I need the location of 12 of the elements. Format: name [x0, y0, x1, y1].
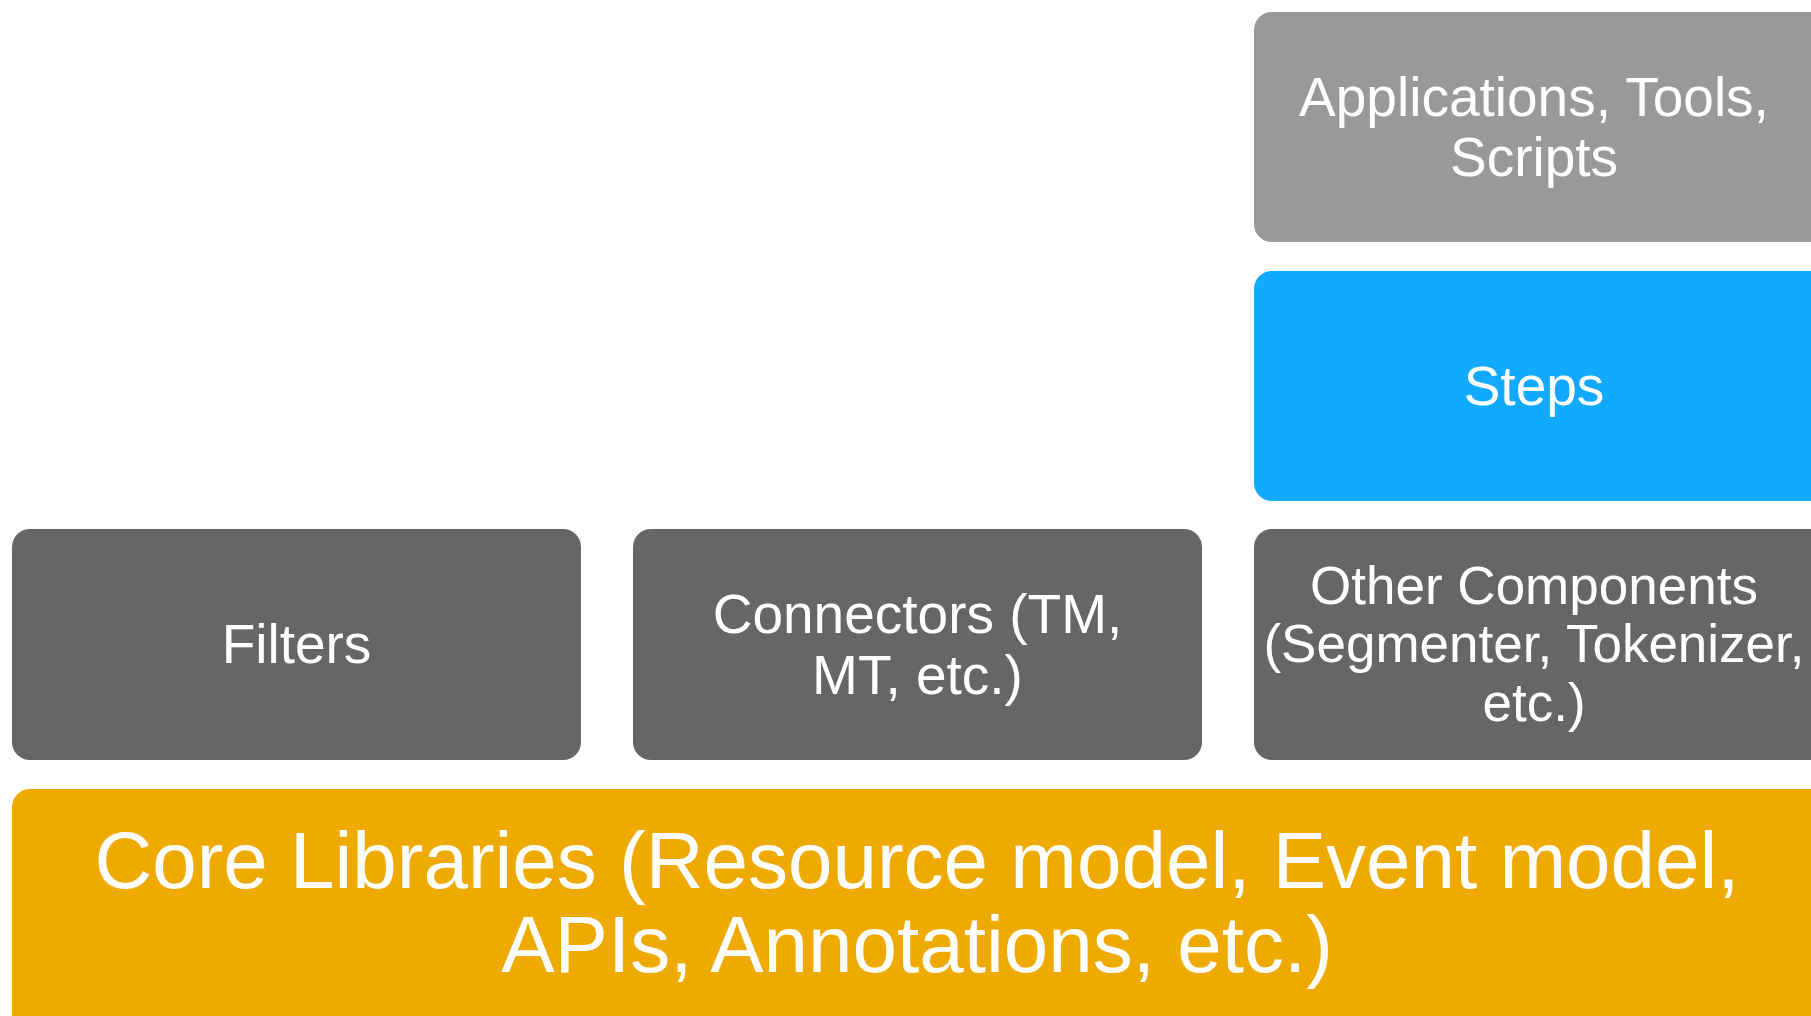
- layer-box: [1254, 12, 1811, 242]
- layer-label: Other Components (Segmenter, Tokenizer, etc.): [1262, 557, 1806, 732]
- layer-box: [633, 529, 1202, 760]
- layer-band: [12, 789, 1811, 1016]
- layer-box: [1254, 529, 1811, 760]
- layer-box: [12, 529, 581, 760]
- layer-label: Connectors (TM, MT, etc.): [711, 584, 1124, 705]
- layer-label: Filters: [220, 614, 373, 675]
- layer-label: Steps: [1462, 355, 1606, 417]
- layer-box: [1254, 271, 1811, 501]
- layer-label: Applications, Tools, Scripts: [1298, 66, 1770, 188]
- layer-label: Core Libraries (Resource model, Event model, APIs, Annotations, etc.): [93, 819, 1741, 987]
